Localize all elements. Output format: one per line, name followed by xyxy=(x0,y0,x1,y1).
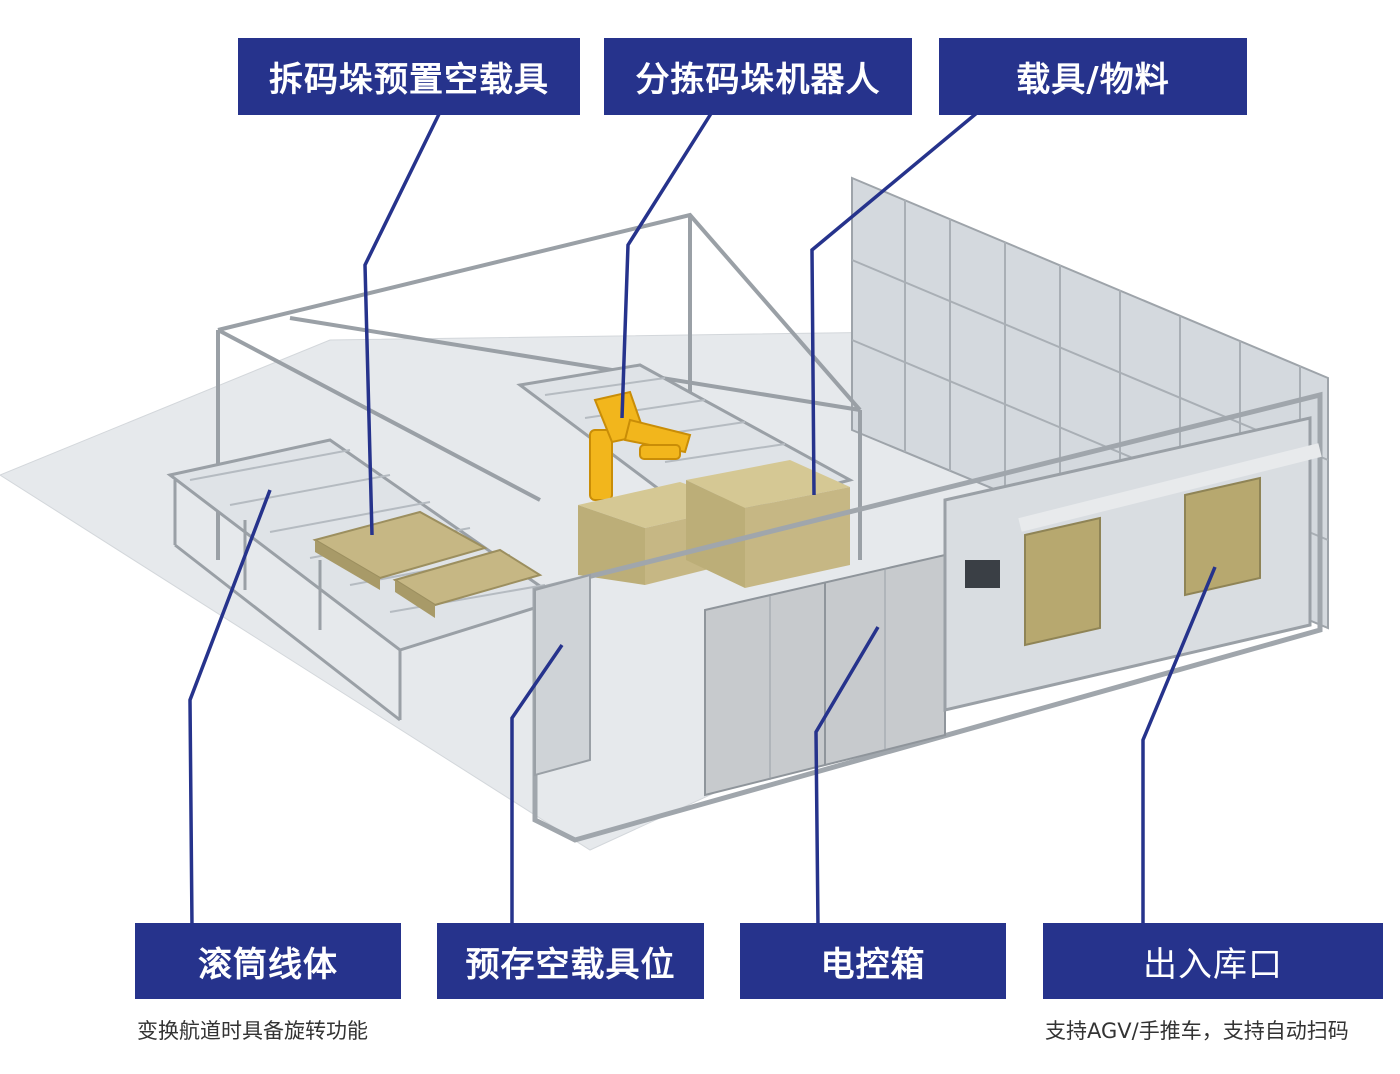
robot-arm xyxy=(589,390,692,501)
caption-in-out-port: 支持AGV/手推车，支持自动扫码 xyxy=(1045,1019,1349,1043)
front-enclosure xyxy=(532,391,1323,843)
electrical-cabinet-body xyxy=(704,553,946,797)
label-electrical-cabinet: 电控箱 xyxy=(740,923,1006,999)
label-sorting-palletizing-robot: 分拣码垛机器人 xyxy=(604,38,912,115)
label-empty-carrier-buffer: 预存空载具位 xyxy=(437,923,704,999)
inbound-outbound-bays xyxy=(943,416,1322,712)
label-in-out-port: 出入库口 xyxy=(1043,923,1383,999)
label-roller-conveyor: 滚筒线体 xyxy=(135,923,401,999)
caption-roller-conveyor: 变换航道时具备旋转功能 xyxy=(137,1019,368,1043)
label-empty-carrier-palletizing: 拆码垛预置空载具 xyxy=(238,38,580,115)
label-carrier-material: 载具/物料 xyxy=(939,38,1247,115)
empty-pallets xyxy=(312,510,543,618)
leader-lines xyxy=(188,110,1217,928)
gantry-frame xyxy=(216,212,862,560)
material-boxes xyxy=(578,460,850,588)
